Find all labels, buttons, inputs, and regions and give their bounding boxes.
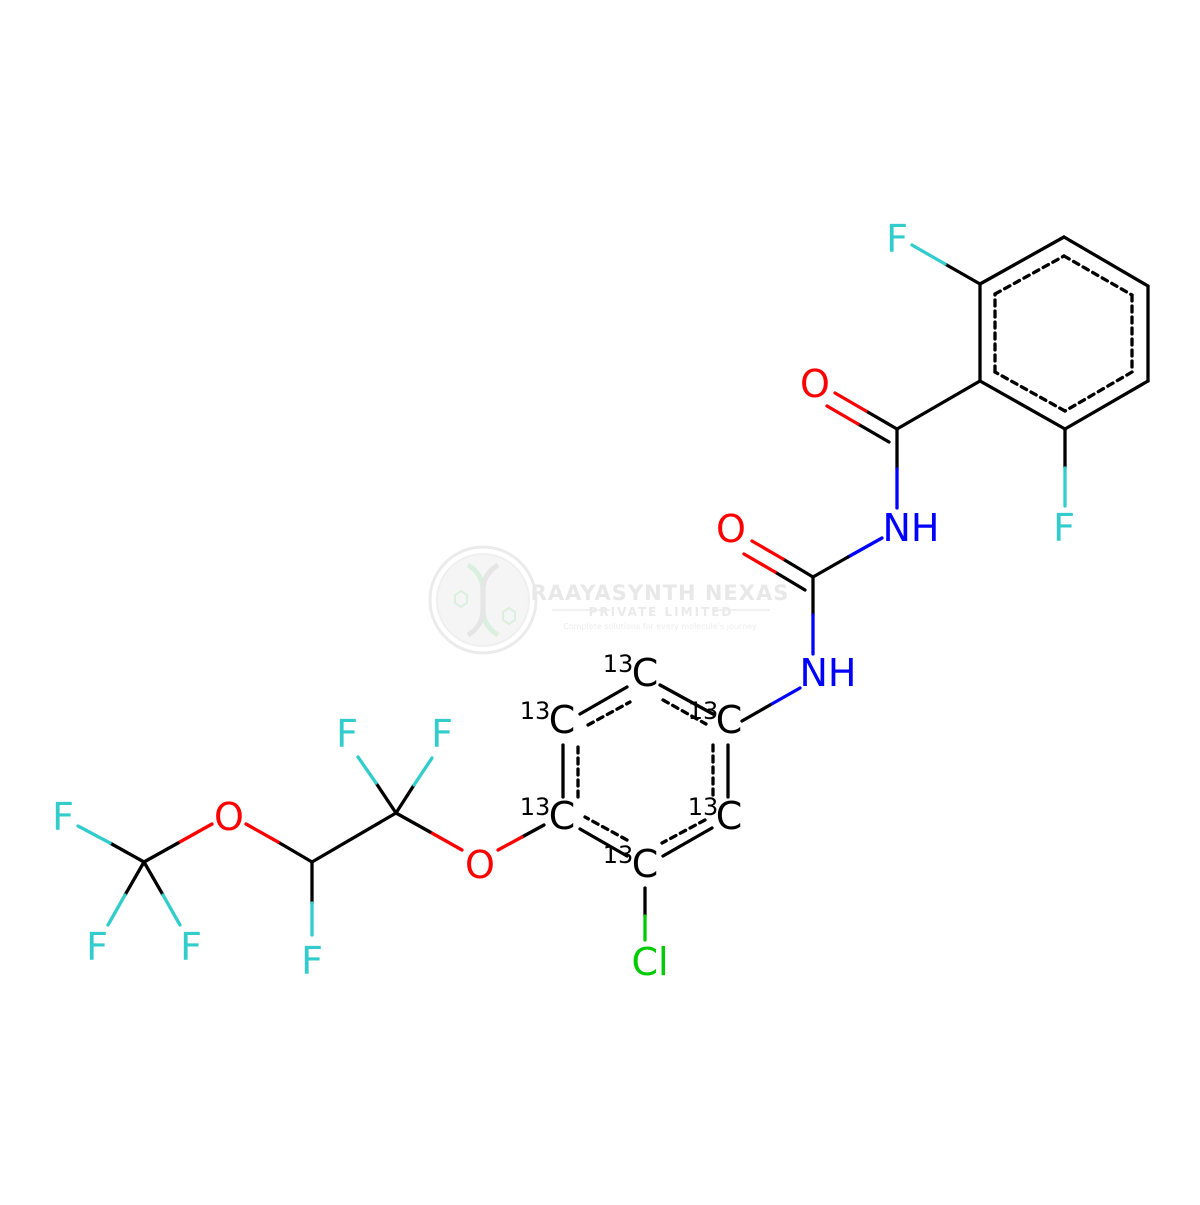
chlorine-atom: Cl	[631, 940, 668, 984]
nitrogen-atom-nh2: NH	[800, 651, 857, 695]
isotope-label: 13	[688, 697, 719, 725]
carbon-label: C	[632, 842, 659, 886]
dna-helix-logo-icon	[428, 545, 538, 655]
isotope-label: 13	[603, 650, 634, 678]
watermark-subtitle: PRIVATE LIMITED	[589, 605, 734, 619]
c13-atom-6: 13 C	[603, 841, 659, 886]
c13-atom-2: 13 C	[520, 697, 576, 742]
c13-atom-5: 13 C	[688, 793, 743, 838]
atom-labels: F O NH F O NH 13 C 13 C 13 C 13 C 13 C 1…	[52, 217, 1075, 984]
carbon-label: C	[632, 651, 659, 695]
carbon-label: C	[549, 794, 576, 838]
oxygen-atom-carbonyl1: O	[800, 362, 830, 406]
labeled-ring	[561, 683, 730, 858]
bonds	[76, 235, 1150, 942]
fluorine-atom-f3: F	[336, 712, 358, 756]
carbon-label: C	[549, 698, 576, 742]
fluorine-atom-f7: F	[86, 925, 108, 969]
oxygen-atom-carbonyl2: O	[716, 507, 746, 551]
fluorine-atom-f2: F	[1053, 506, 1075, 550]
fluorine-atom-f6: F	[52, 795, 74, 839]
oxygen-atom-ether2: O	[214, 795, 244, 839]
fluorine-atom-f1: F	[886, 217, 908, 261]
isotope-label: 13	[603, 841, 634, 869]
watermark-name: RAAYASYNTH NEXAS	[531, 581, 790, 605]
difluorophenyl-ring	[978, 235, 1150, 431]
nitrogen-atom-nh1: NH	[883, 506, 940, 550]
carbon-label: C	[716, 794, 743, 838]
c13-atom-3: 13 C	[688, 697, 743, 742]
c13-atom-1: 13 C	[603, 650, 659, 695]
c13-atom-4: 13 C	[520, 793, 576, 838]
isotope-label: 13	[520, 697, 551, 725]
isotope-label: 13	[688, 793, 719, 821]
watermark-tagline: Complete solutions for every molecule's …	[563, 622, 757, 631]
watermark: RAAYASYNTH NEXAS PRIVATE LIMITED Complet…	[428, 545, 790, 655]
fluorine-atom-f4: F	[431, 712, 453, 756]
fluorine-atom-f8: F	[180, 925, 202, 969]
fluorine-atom-f5: F	[301, 939, 323, 983]
carbon-label: C	[716, 698, 743, 742]
isotope-label: 13	[520, 793, 551, 821]
oxygen-atom-ether1: O	[465, 843, 495, 887]
